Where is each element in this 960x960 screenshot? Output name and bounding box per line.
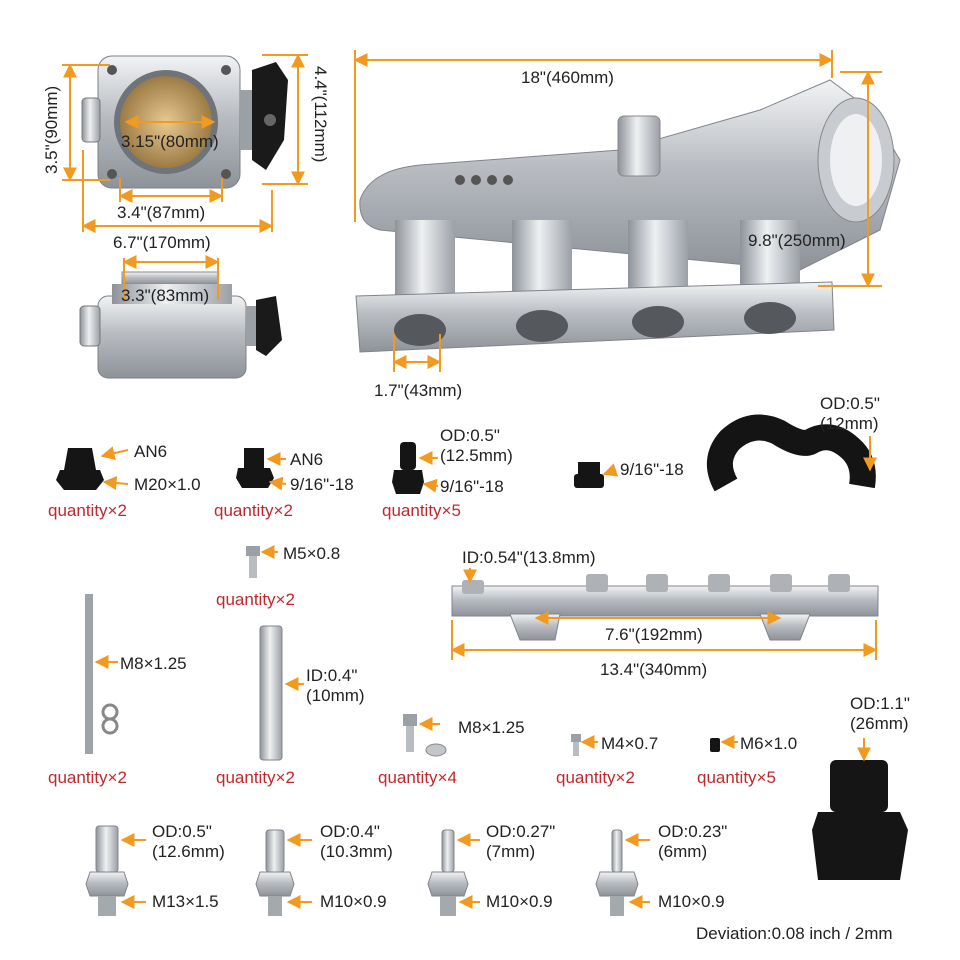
m5-qty: quantity×2 xyxy=(216,590,295,609)
stud-label: M8×1.25 xyxy=(120,654,187,673)
barb-916-fitting xyxy=(392,442,424,494)
fuel-rail-dimensions xyxy=(450,568,878,660)
intake-manifold xyxy=(355,79,901,353)
barb4-thread-label: M10×0.9 xyxy=(658,892,725,911)
hose-barb-4 xyxy=(595,829,639,916)
spacer-label: ID:0.4" (10mm) xyxy=(306,666,365,705)
tb-bolt-spacing-label: 3.4"(87mm) xyxy=(117,203,206,222)
hose-barb-1 xyxy=(85,825,129,916)
fitting1-qty: quantity×2 xyxy=(48,501,127,520)
throttle-inlet-dimension xyxy=(122,255,220,300)
barb3-thread-label: M10×0.9 xyxy=(486,892,553,911)
deviation-note: Deviation:0.08 inch / 2mm xyxy=(696,924,893,943)
tb-width-label: 6.7"(170mm) xyxy=(113,233,211,252)
barb2-od-label: OD:0.4" (10.3mm) xyxy=(320,822,393,861)
tb-inlet-label: 3.3"(83mm) xyxy=(121,286,210,305)
m4-qty: quantity×2 xyxy=(556,768,635,787)
plug-label: 9/16"-18 xyxy=(620,460,684,479)
tb-height-right-label: 4.4"(112mm) xyxy=(311,66,330,163)
manifold-runner-label: 1.7"(43mm) xyxy=(374,381,463,400)
barb3-od-label: OD:0.27" (7mm) xyxy=(486,822,556,861)
rail-length-label: 13.4"(340mm) xyxy=(600,660,708,679)
fitting3-bottom-label: 9/16"-18 xyxy=(440,477,504,496)
rail-id-label: ID:0.54"(13.8mm) xyxy=(462,548,596,567)
fitting3-top-label: OD:0.5" (12.5mm) xyxy=(440,426,513,465)
spacer-qty: quantity×2 xyxy=(216,768,295,787)
hose-barb-2 xyxy=(255,829,295,916)
barb2-thread-label: M10×0.9 xyxy=(320,892,387,911)
m6-label: M6×1.0 xyxy=(740,734,798,753)
an6-m20-fitting xyxy=(56,448,104,490)
black-adapter xyxy=(812,760,908,880)
fitting2-top-label: AN6 xyxy=(290,450,324,469)
bolt-m8 xyxy=(403,714,447,757)
long-stud xyxy=(85,594,119,754)
fitting3-qty: quantity×5 xyxy=(382,501,461,520)
hose-barb-3 xyxy=(427,829,469,916)
hose-label: OD:0.5" (12mm) xyxy=(820,394,880,433)
an6-916-fitting xyxy=(236,448,274,488)
manifold-dimensions xyxy=(353,50,882,372)
rail-mount-label: 7.6"(192mm) xyxy=(605,625,703,644)
screw-m6 xyxy=(710,738,720,752)
bolt-m8-qty: quantity×4 xyxy=(378,768,457,787)
tb-bore-label: 3.15"(80mm) xyxy=(121,132,219,151)
screw-m5 xyxy=(246,546,260,578)
screw-m4 xyxy=(571,734,581,756)
m5-label: M5×0.8 xyxy=(283,544,341,563)
silicone-hose xyxy=(707,414,876,492)
tb-height-left-label: 3.5"(90mm) xyxy=(42,85,61,174)
adapter-label: OD:1.1" (26mm) xyxy=(850,694,910,733)
fuel-rail xyxy=(451,574,879,641)
m4-label: M4×0.7 xyxy=(601,734,659,753)
spacer-tube xyxy=(259,625,283,761)
barb4-od-label: OD:0.23" (6mm) xyxy=(658,822,728,861)
barb1-od-label: OD:0.5" (12.6mm) xyxy=(152,822,225,861)
plug-916 xyxy=(574,462,604,488)
fitting1-top-label: AN6 xyxy=(134,442,168,461)
bolt-m8-label: M8×1.25 xyxy=(458,718,525,737)
fitting2-qty: quantity×2 xyxy=(214,501,293,520)
stud-qty: quantity×2 xyxy=(48,768,127,787)
manifold-length-label: 18"(460mm) xyxy=(521,68,614,87)
manifold-height-label: 9.8"(250mm) xyxy=(748,231,846,250)
fitting2-bottom-label: 9/16"-18 xyxy=(290,475,354,494)
throttle-body-front-dimensions xyxy=(62,53,308,233)
m6-qty: quantity×5 xyxy=(697,768,776,787)
barb1-thread-label: M13×1.5 xyxy=(152,892,219,911)
fitting1-bottom-label: M20×1.0 xyxy=(134,475,201,494)
throttle-body-top xyxy=(79,271,282,379)
